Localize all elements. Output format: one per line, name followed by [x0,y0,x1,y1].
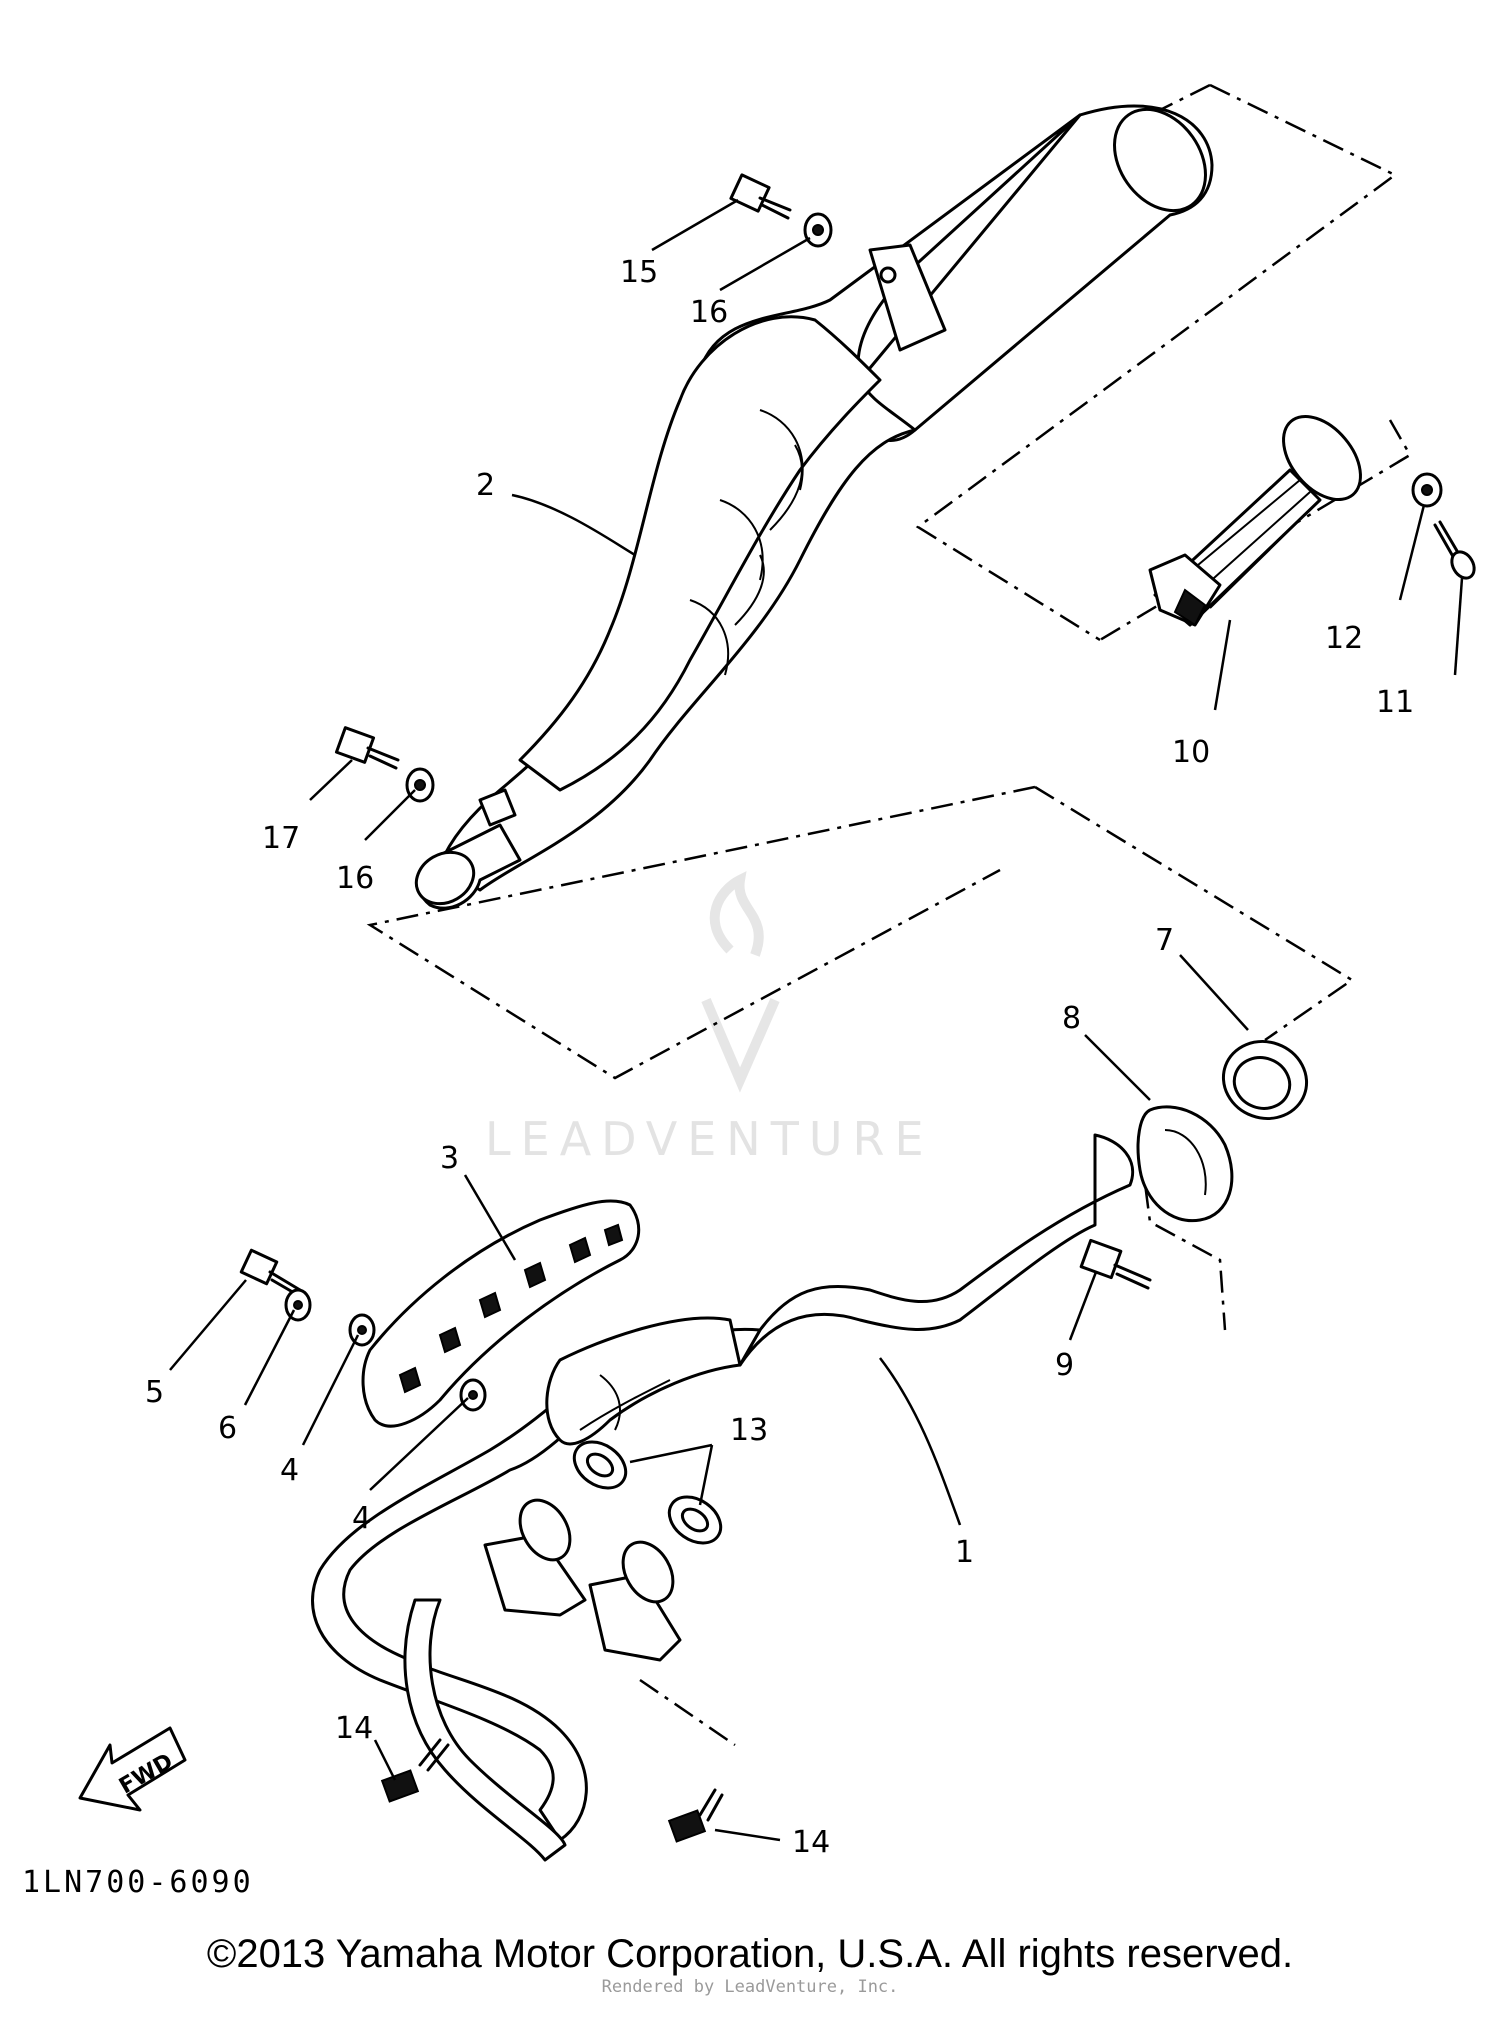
callout-17: 17 [262,821,300,856]
joint-seal-8 [1136,1105,1234,1223]
callout-2: 2 [476,468,495,503]
part-code: 1LN700-6090 [22,1865,254,1900]
callout-9: 9 [1055,1348,1074,1383]
tail-pipe-silencer [1148,414,1362,627]
muffler [414,104,1214,910]
tail-assembly-box [1099,419,1412,642]
washer-6 [284,1288,312,1322]
washer-4-upper [348,1313,376,1347]
bolt-15 [729,173,792,220]
watermark-text: LEADVENTURE [485,1112,934,1166]
exhaust-gasket-7 [1221,1040,1309,1120]
heat-protector [361,1199,641,1428]
fwd-arrow: FWD [78,1726,187,1812]
callout-10: 10 [1172,735,1210,770]
callout-4-upper: 4 [280,1453,299,1488]
pipe-joint-box [366,785,1355,1080]
callout-15: 15 [620,255,658,290]
callout-12: 12 [1325,621,1363,656]
copyright-notice: ©2013 Yamaha Motor Corporation, U.S.A. A… [206,1932,1294,1976]
callout-16-lower: 16 [336,861,374,896]
callout-16-upper: 16 [690,295,728,330]
bolt-17 [334,726,400,770]
flange-box [639,1678,736,1747]
nut-14-right [667,1788,724,1843]
callout-5: 5 [145,1375,164,1410]
callout-labels: 2 15 16 17 16 12 11 10 7 8 3 5 6 4 4 9 1… [145,255,1414,1860]
callout-7: 7 [1155,923,1174,958]
washer-4-lower [459,1378,487,1412]
screw-11 [1433,520,1476,580]
washer-12 [1411,472,1443,508]
callout-14-right: 14 [792,1825,830,1860]
leadventure-watermark: LEADVENTURE [485,871,934,1166]
callout-6: 6 [218,1411,237,1446]
callout-3: 3 [440,1141,459,1176]
callout-8: 8 [1062,1001,1081,1036]
callout-11: 11 [1376,685,1414,720]
rendered-by-note: Rendered by LeadVenture, Inc. [601,1977,899,1997]
exhaust-pipe [311,1133,1134,1862]
bolt-9 [1079,1238,1152,1290]
callout-13: 13 [730,1413,768,1448]
screw-5 [239,1248,302,1296]
clamp-box [1138,1144,1227,1331]
callout-1: 1 [955,1535,974,1570]
nut-14-left [380,1738,450,1803]
leader-lines [169,198,1464,1842]
callout-14-left: 14 [335,1711,373,1746]
washer-16-lower [405,767,435,803]
washer-16-upper [803,212,833,248]
callout-4-lower: 4 [352,1501,371,1536]
